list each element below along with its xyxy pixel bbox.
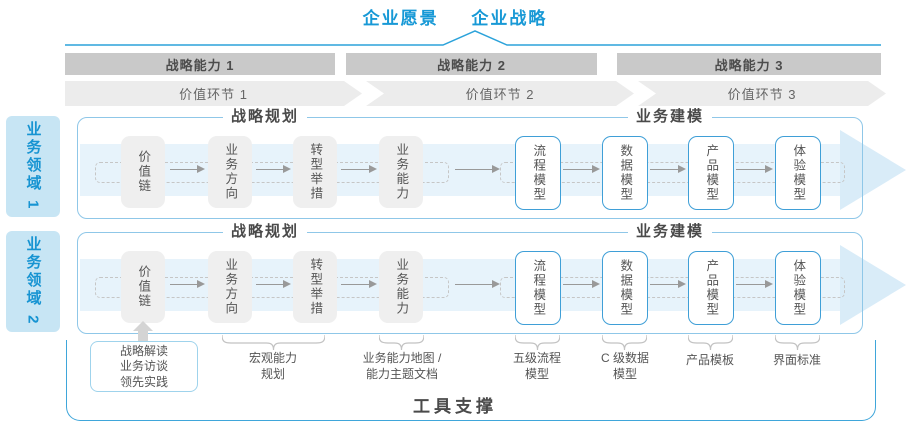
flow-box-model: 流程模型 [515,251,561,325]
section-label-business-modeling: 业务建模 [627,107,713,127]
annotation-line: 能力主题文档 [365,366,439,381]
dashed-pipeline [95,277,449,298]
arrow-head-icon [492,164,500,173]
arrow-head-icon [369,164,377,173]
annotation-label: 业务能力地图 /能力主题文档 [363,351,442,382]
annotation-line: 领先实践 [119,374,168,389]
value-chain-segment: 价值环节 3 [638,81,886,106]
value-chain-segment: 价值环节 1 [65,81,362,106]
brace-icon [515,334,560,351]
brace-icon [775,334,820,351]
flow-arrow-icon [341,279,377,288]
annotation-label: 界面标准 [773,353,821,369]
flow-arrow-icon [650,164,686,173]
annotation-line: 模型 [524,366,550,381]
flow-box-model: 数据模型 [602,251,648,325]
flow-arrow-icon [736,279,773,288]
flow-arrow-icon [455,279,500,288]
flow-arrow-icon [563,164,600,173]
annotation-line: 界面标准 [772,353,822,367]
flow-arrow-icon [341,164,377,173]
section-label-strategic-planning: 战略规划 [222,222,308,242]
arrow-head-icon [765,279,773,288]
annotation-label: C 级数据模型 [601,351,649,382]
flow-arrow-icon [455,164,500,173]
brace-icon [222,334,325,351]
flow-box-model: 产品模型 [688,136,734,210]
capability-bar-segment: 战略能力 2 [346,53,597,75]
flow-arrow-icon [256,164,291,173]
flow-box-strategy: 转型举措 [293,136,337,208]
annotation-line: 业务访谈 [119,359,168,374]
brace-icon [688,334,733,351]
flow-box-strategy: 价值链 [121,251,165,323]
value-chain-segment: 价值环节 2 [366,81,634,106]
flow-arrow-icon [170,279,205,288]
flow-arrowhead-icon [840,245,906,325]
flow-box-strategy: 业务方向 [208,136,252,208]
caret-divider-line [65,30,881,46]
arrow-head-icon [678,279,686,288]
arrow-head-icon [283,279,291,288]
capability-bar-segment: 战略能力 1 [65,53,335,75]
flow-box-strategy: 业务方向 [208,251,252,323]
domain-label: 业务领域 2 [6,231,60,332]
flow-box-strategy: 业务能力 [379,136,423,208]
annotation-line: 五级流程 [512,351,562,365]
flow-arrow-icon [563,279,600,288]
annotation-line: 业务能力地图 / [362,351,442,365]
up-arrow-icon [133,321,153,331]
annotation-label: 宏观能力规划 [249,351,297,382]
domain-label: 业务领域 1 [6,116,60,217]
tool-support-title: 工具支撑 [413,397,497,416]
capability-bar-segment: 战略能力 3 [617,53,881,75]
annotation-label: 产品模板 [686,353,734,369]
dashed-pipeline [500,277,845,298]
flow-box-model: 体验模型 [775,251,821,325]
arrow-head-icon [592,279,600,288]
arrow-head-icon [283,164,291,173]
main-title: 企业愿景 企业战略 [0,4,910,29]
annotation-line: 模型 [612,366,638,381]
brace-icon [379,334,424,351]
annotation-line: C 级数据 [600,351,650,365]
arrow-head-icon [197,279,205,288]
arrow-head-icon [765,164,773,173]
flow-arrow-icon [256,279,291,288]
flow-box-model: 体验模型 [775,136,821,210]
flow-arrow-icon [736,164,773,173]
dashed-pipeline [500,162,845,183]
flow-arrowhead-icon [840,130,906,210]
flow-box-model: 产品模型 [688,251,734,325]
flow-box-model: 流程模型 [515,136,561,210]
arrow-head-icon [678,164,686,173]
section-label-strategic-planning: 战略规划 [222,107,308,127]
flow-box-strategy: 价值链 [121,136,165,208]
flow-box-strategy: 业务能力 [379,251,423,323]
arrow-head-icon [369,279,377,288]
arrow-head-icon [592,164,600,173]
dashed-pipeline [95,162,449,183]
annotation-line: 产品模板 [685,353,735,367]
flow-arrow-icon [650,279,686,288]
brace-icon [602,334,647,351]
arrow-head-icon [197,164,205,173]
flow-arrow-icon [170,164,205,173]
vision-title: 企业愿景 [362,9,439,28]
annotation-line: 战略解读 [119,344,168,358]
flow-box-strategy: 转型举措 [293,251,337,323]
annotation-label: 五级流程模型 [513,351,561,382]
flow-box-model: 数据模型 [602,136,648,210]
annotation-line: 宏观能力 [248,351,298,365]
up-arrow-icon [138,330,148,342]
section-label-business-modeling: 业务建模 [627,222,713,242]
strategy-title: 企业战略 [471,9,548,28]
annotation-box: 战略解读业务访谈领先实践 [90,341,198,392]
arrow-head-icon [492,279,500,288]
annotation-line: 规划 [260,366,286,381]
